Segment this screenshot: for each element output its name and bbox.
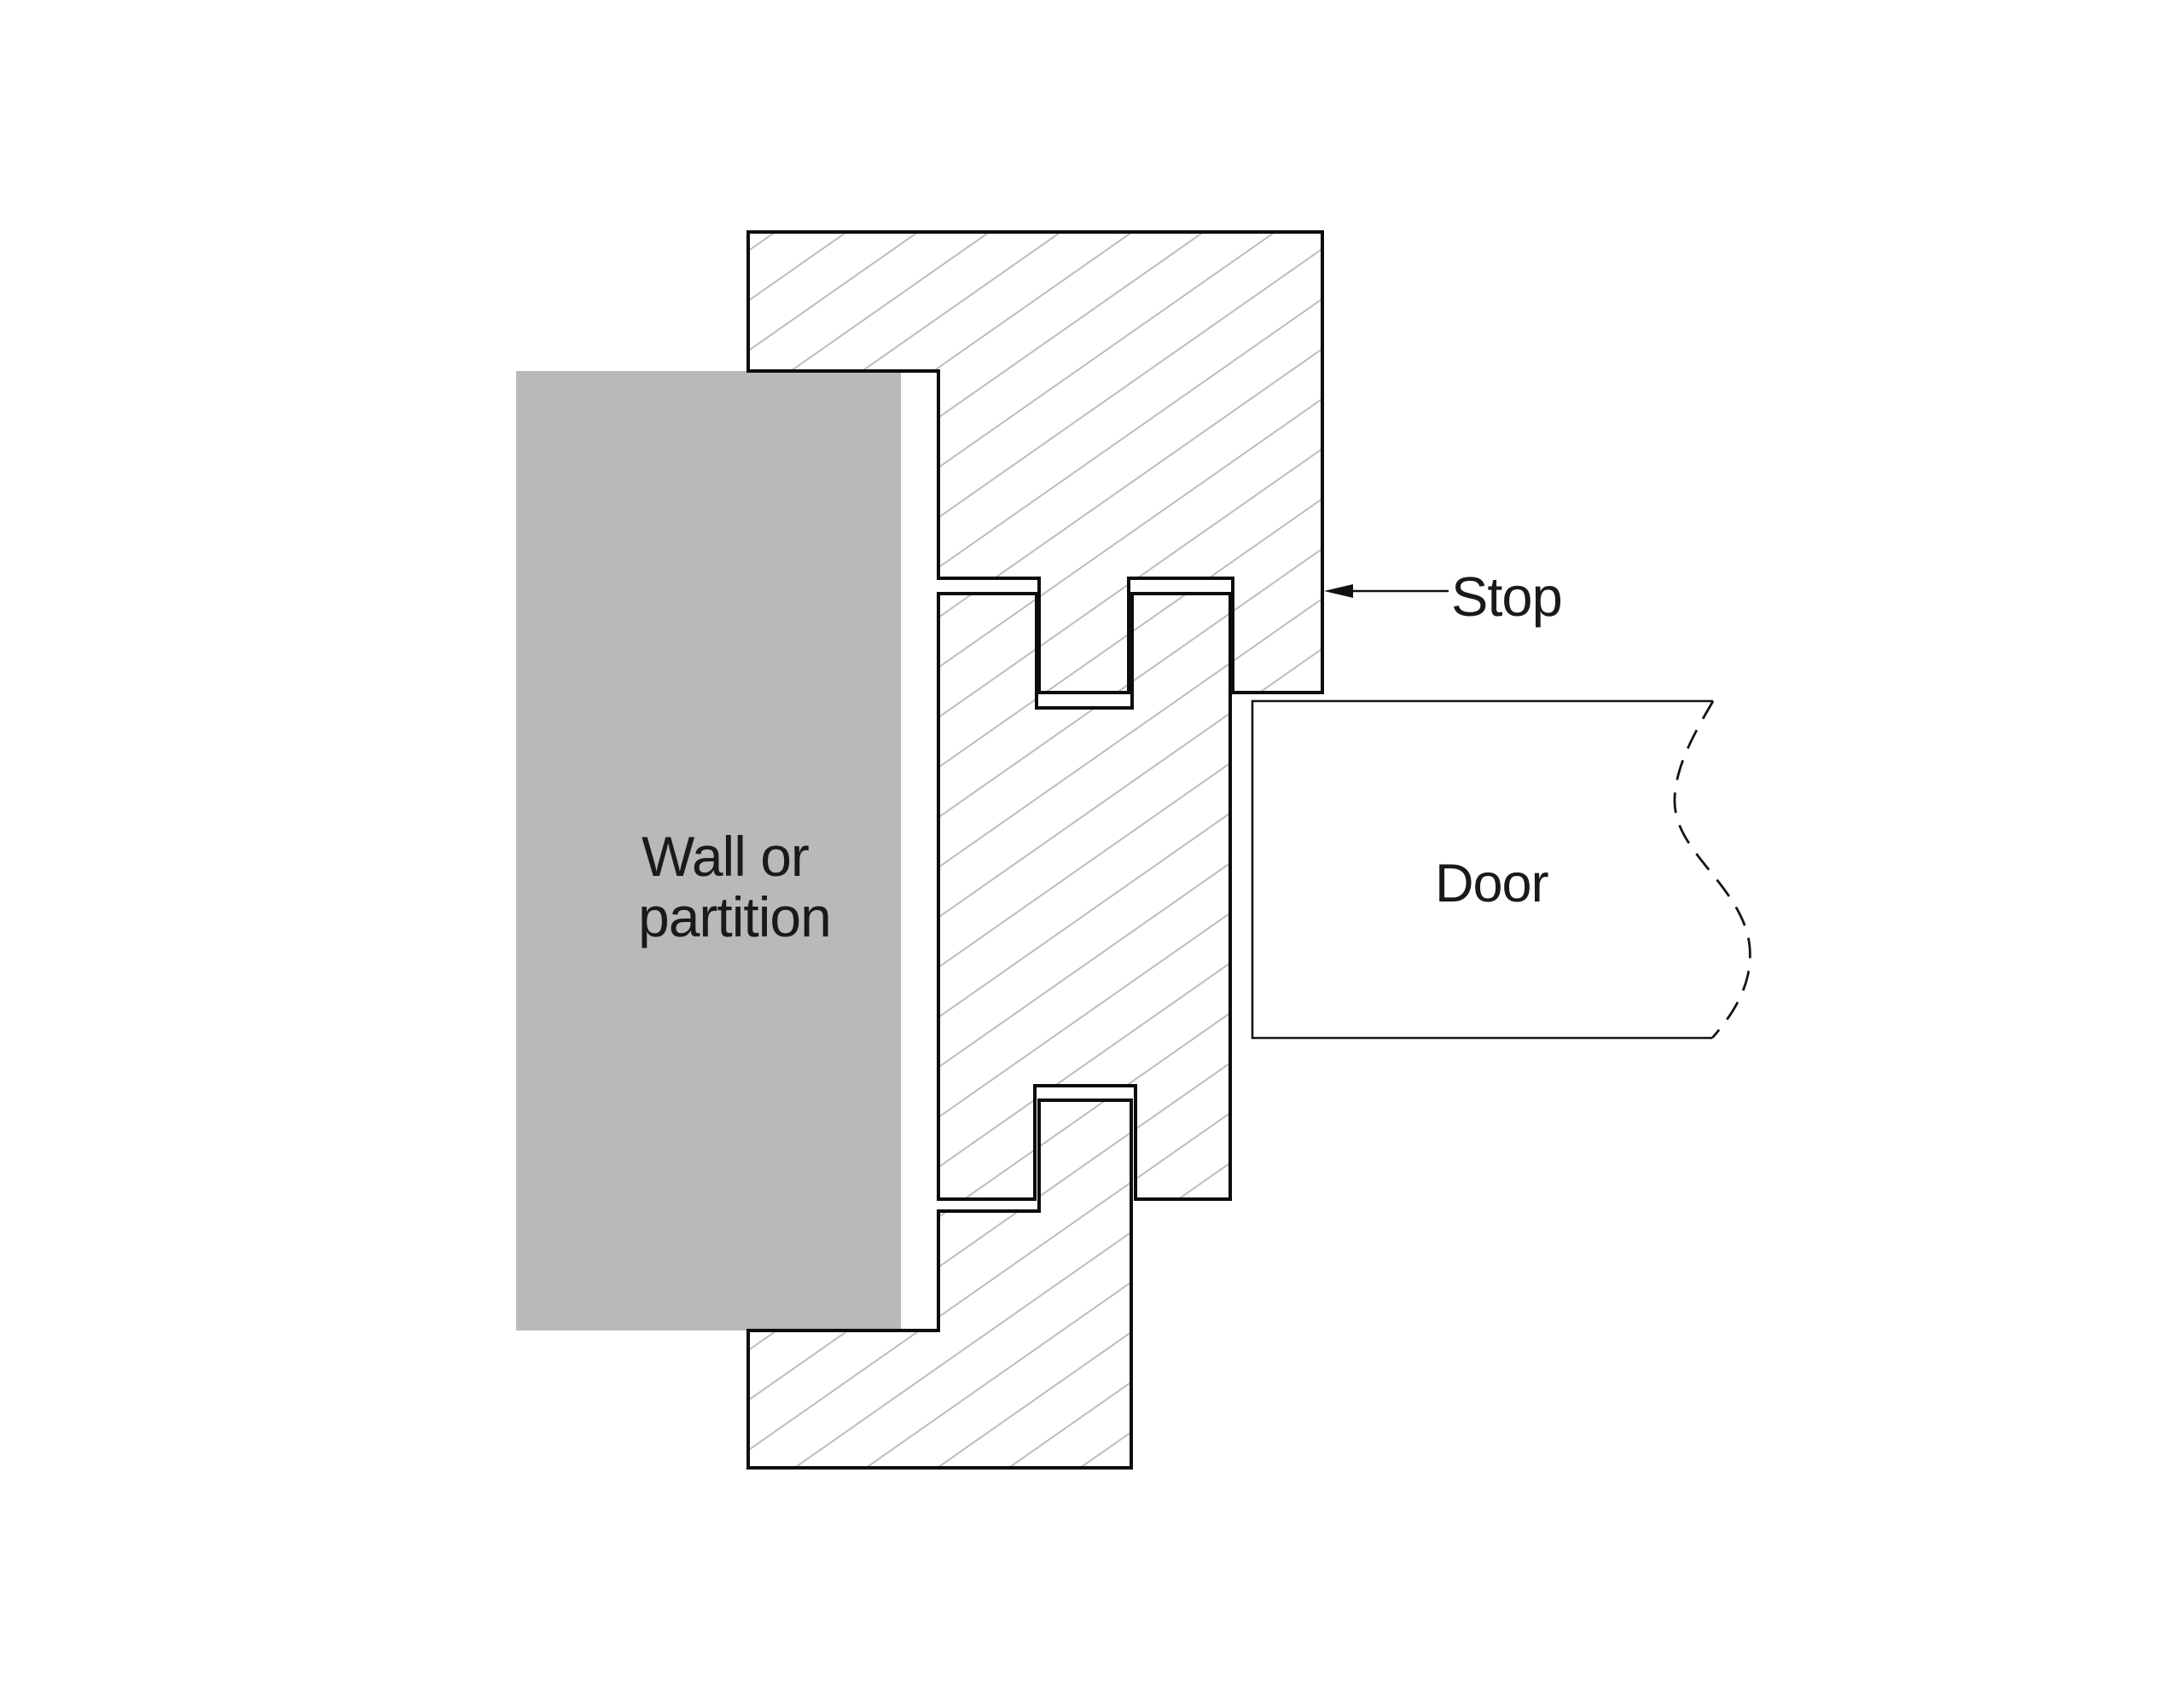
jamb-middle-piece <box>937 592 1232 1201</box>
door-slab-fill <box>1252 701 1751 1038</box>
door-slab <box>1251 699 1751 1040</box>
stop-arrowhead-icon <box>1324 584 1353 598</box>
stop-label: Stop <box>1451 565 1562 628</box>
wall-label-line1: Wall or <box>642 825 809 888</box>
wall-partition-block <box>516 371 901 1330</box>
casing-bottom-piece <box>746 1099 1133 1470</box>
door-slab-outline <box>1251 699 1713 1040</box>
casing-top-piece-with-stop <box>746 230 1324 694</box>
door-label: Door <box>1435 854 1548 913</box>
stop-leader-arrow <box>1324 584 1449 598</box>
wall-label-line2: partition <box>638 885 831 948</box>
door-break-line <box>1673 700 1751 1039</box>
